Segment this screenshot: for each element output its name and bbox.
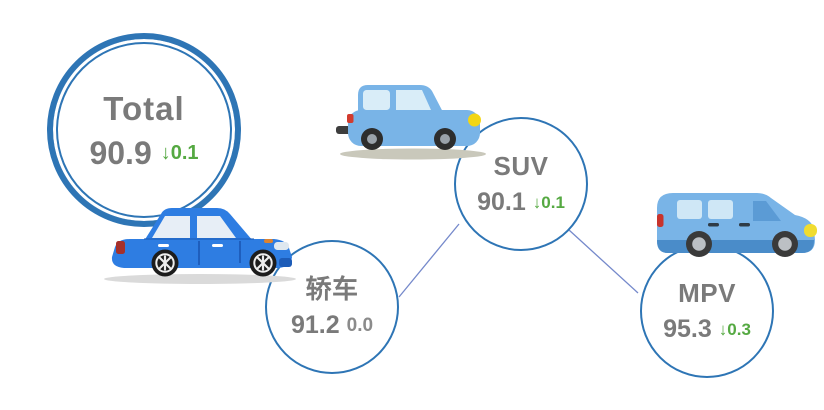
suv-value: 90.1 [477, 188, 526, 216]
sedan-bubble: 轿车 91.2 0.0 [265, 240, 399, 374]
mpv-label: MPV [678, 278, 736, 308]
link-sedan-suv [398, 223, 460, 298]
suv-delta: ↓0.1 [532, 193, 565, 212]
mpv-delta: ↓0.3 [718, 320, 751, 339]
mpv-van-icon [657, 193, 817, 257]
total-value: 90.9 [89, 134, 152, 171]
total-label: Total [103, 89, 185, 127]
mpv-bubble: MPV 95.3 ↓0.3 [640, 244, 774, 378]
sedan-value: 91.2 [290, 311, 340, 339]
suv-label: SUV [493, 151, 549, 181]
mpv-value: 95.3 [663, 315, 712, 343]
suv-value-row: 90.1 ↓0.1 [477, 190, 565, 215]
sedan-delta: 0.0 [346, 315, 374, 336]
total-bubble: Total 90.9 ↓0.1 [47, 33, 241, 227]
sedan-value-row: 91.2 0.0 [291, 313, 373, 338]
compact-car-icon [336, 85, 486, 160]
total-value-row: 90.9 ↓0.1 [89, 137, 198, 169]
mpv-value-row: 95.3 ↓0.3 [663, 317, 751, 342]
sedan-label: 轿车 [305, 274, 359, 304]
total-delta: ↓0.1 [160, 141, 199, 164]
sedan-car-icon [104, 208, 296, 284]
link-suv-mpv [568, 229, 639, 294]
